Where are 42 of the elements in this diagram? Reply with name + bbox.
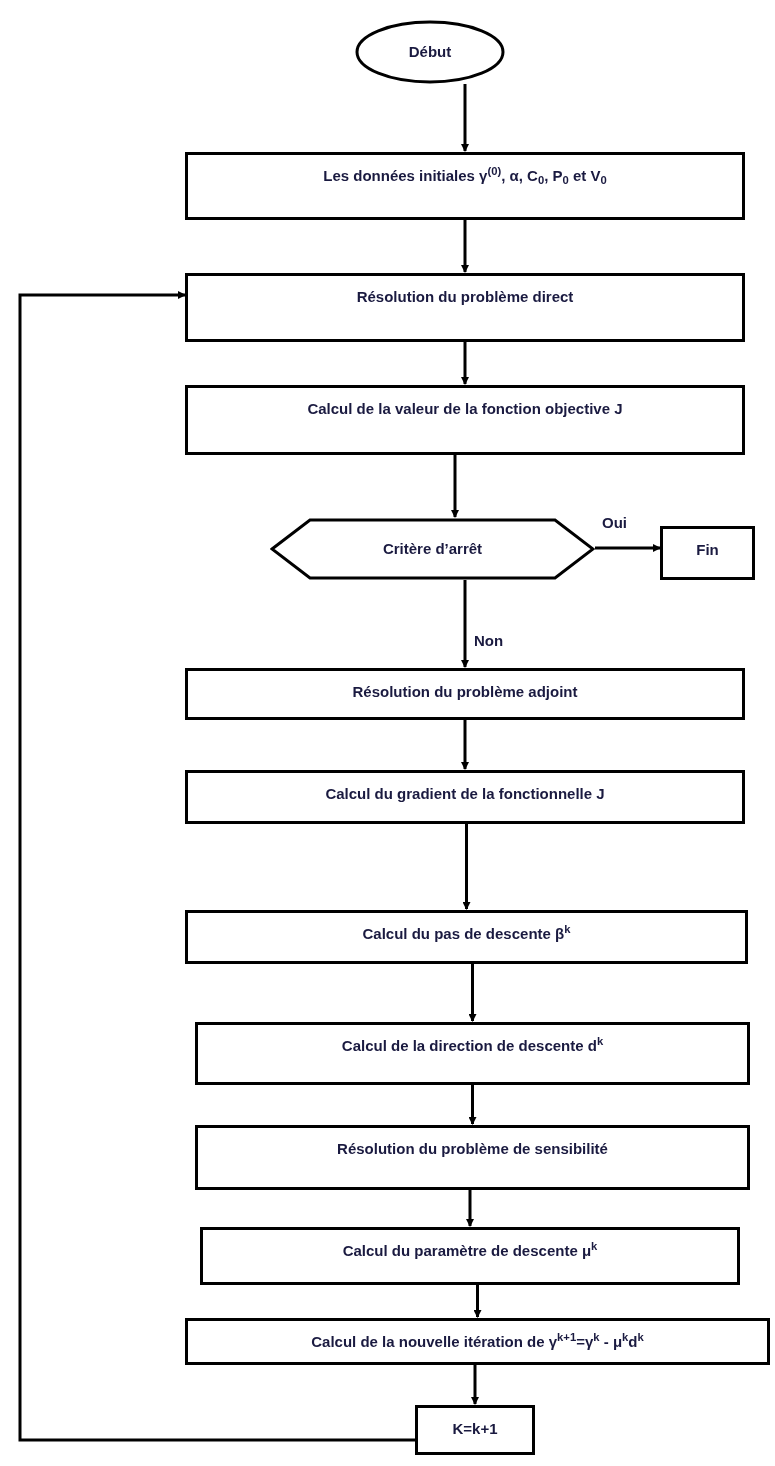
arrow xyxy=(461,580,469,668)
process-box xyxy=(185,1318,770,1365)
arrow xyxy=(18,291,415,1442)
node-text: Calcul du gradient de la fonctionnelle J xyxy=(325,785,605,804)
arrow xyxy=(471,1365,479,1405)
process-box xyxy=(195,1022,750,1085)
process-box xyxy=(185,152,745,220)
arrow xyxy=(461,720,469,770)
process-box xyxy=(185,668,745,720)
process-box xyxy=(185,385,745,455)
decision-hexagon xyxy=(270,518,595,580)
start-ellipse xyxy=(355,20,505,84)
process-box xyxy=(185,273,745,342)
node-text: Fin xyxy=(696,541,719,560)
node-text: Calcul du paramètre de descente μ$^{k}$ xyxy=(342,1242,598,1261)
node-text: Critère d’arrêt xyxy=(382,539,483,559)
process-box xyxy=(415,1405,535,1455)
arrow xyxy=(461,220,469,273)
arrow xyxy=(473,1285,482,1318)
arrow xyxy=(468,964,477,1022)
process-box xyxy=(195,1125,750,1190)
arrow xyxy=(461,84,469,152)
node-text: Résolution du problème de sensibilité xyxy=(337,1140,608,1159)
node-text: Calcul du pas de descente β$^{k}$ xyxy=(362,925,571,944)
node-text: Calcul de la direction de descente d$^{k}$ xyxy=(341,1037,604,1056)
arrow xyxy=(468,1085,477,1125)
arrow xyxy=(462,824,471,910)
process-box xyxy=(185,770,745,824)
node-text: Calcul de la valeur de la fonction objective J xyxy=(307,400,623,419)
arrow xyxy=(595,544,661,552)
node-text: Les données initiales γ$^{(0)}$, α, C$_{0}$, P$_{0}$ et V$_{0}$ xyxy=(323,167,607,186)
arrow xyxy=(461,342,469,385)
node-text: Résolution du problème direct xyxy=(356,288,574,307)
node-text: K=k+1 xyxy=(452,1420,498,1439)
arrow xyxy=(451,455,459,518)
arrow xyxy=(466,1190,474,1227)
end-box xyxy=(660,526,755,580)
node-text: Calcul de la nouvelle itération de γ$^{k+1}$=γ$^{k}$ - μ$^{k}$d$^{k}$ xyxy=(311,1333,644,1352)
process-box xyxy=(200,1227,740,1285)
node-text: Début xyxy=(408,42,452,62)
process-box xyxy=(185,910,748,964)
node-text: Résolution du problème adjoint xyxy=(352,683,578,702)
